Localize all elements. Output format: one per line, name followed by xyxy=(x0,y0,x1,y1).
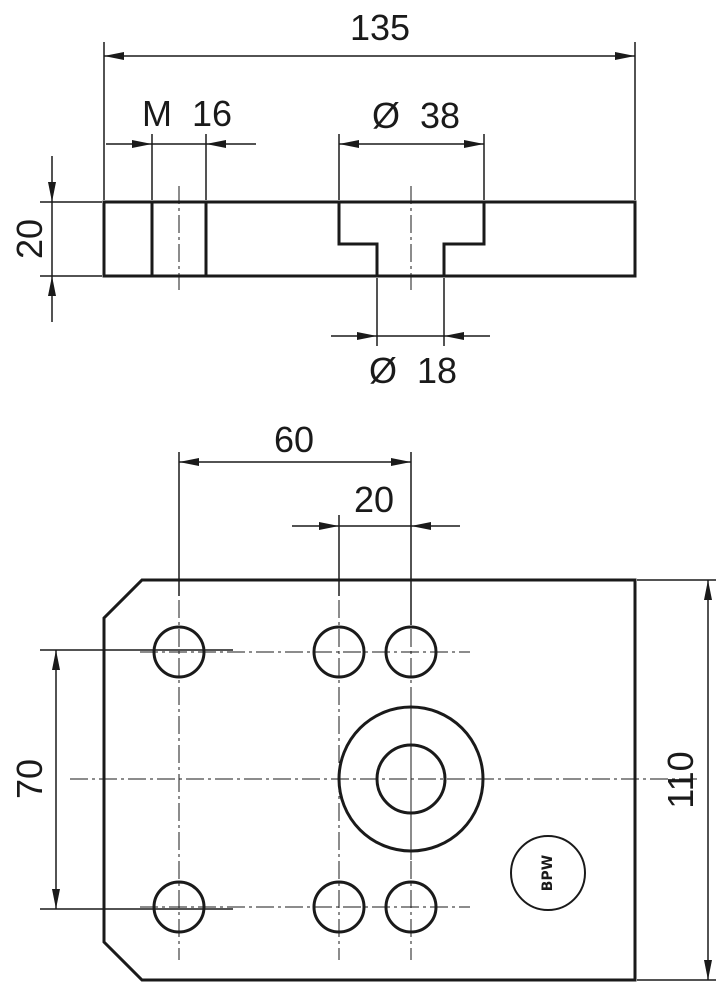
hole xyxy=(384,625,438,679)
dim-hole-spacing-70: 70 xyxy=(9,649,233,910)
hole xyxy=(312,625,366,679)
plan-view: BPW 60 20 70 110 xyxy=(9,419,716,982)
bpw-logo-icon: BPW xyxy=(510,835,586,911)
hole xyxy=(384,880,438,934)
dim-20-spacing-label: 20 xyxy=(354,479,394,520)
mounting-holes xyxy=(152,625,438,934)
section-body xyxy=(102,200,637,278)
dim-135-label: 135 xyxy=(350,7,410,48)
dim-20-thickness-label: 20 xyxy=(9,219,50,259)
dim-60-label: 60 xyxy=(274,419,314,460)
dim-dia18-label: Ø 18 xyxy=(369,350,457,391)
dim-dia38-label: Ø 38 xyxy=(372,95,460,136)
logo-letters: BPW xyxy=(540,855,556,891)
dim-thickness: 20 xyxy=(9,156,102,322)
dim-thread: M 16 xyxy=(106,93,256,200)
dim-height-110: 110 xyxy=(637,579,716,981)
dim-hole-spacing-20: 20 xyxy=(292,479,460,596)
hole xyxy=(152,880,206,934)
plate-outline xyxy=(102,578,637,982)
dim-bore: Ø 18 xyxy=(331,278,490,391)
counterbore-section xyxy=(337,200,486,278)
hole xyxy=(312,880,366,934)
section-view: 135 M 16 Ø 38 20 xyxy=(9,7,637,391)
dim-110-label: 110 xyxy=(660,751,701,808)
dim-counterbore: Ø 38 xyxy=(338,95,485,200)
dim-hole-spacing-60: 60 xyxy=(178,419,412,625)
dim-70-label: 70 xyxy=(9,759,50,799)
dim-overall-length: 135 xyxy=(103,7,636,200)
dim-m16-label: M 16 xyxy=(142,93,232,134)
hole xyxy=(152,625,206,679)
